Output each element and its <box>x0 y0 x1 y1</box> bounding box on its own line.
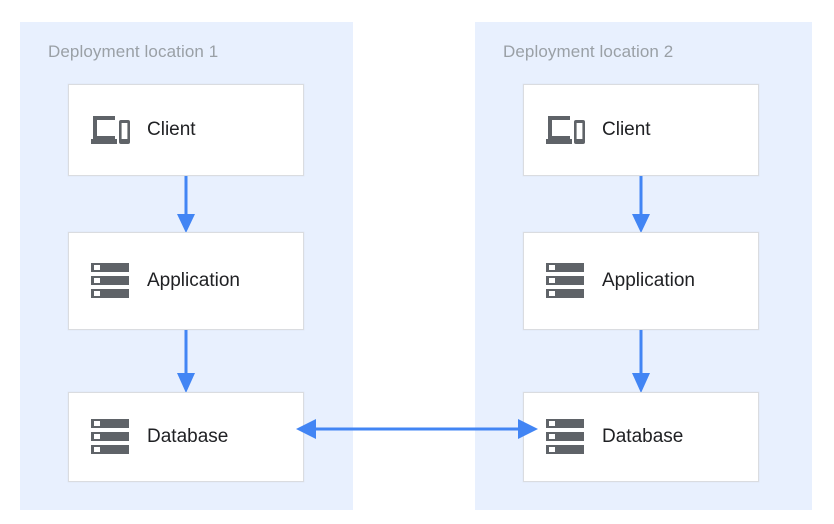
zone-2-node-database[interactable]: Database <box>523 392 759 482</box>
server-stack-icon <box>89 415 133 459</box>
database-replication-arrow <box>296 415 538 443</box>
zone-2-arrow-application-to-database <box>628 330 654 393</box>
zone-1-node-application[interactable]: Application <box>68 232 304 330</box>
zone-2-node-client-label: Client <box>602 119 651 140</box>
deployment-zone-1: Deployment location 1 Client <box>20 22 353 510</box>
devices-icon <box>89 108 133 152</box>
zone-2-arrow-client-to-application <box>628 176 654 233</box>
server-stack-icon <box>544 259 588 303</box>
deployment-zone-2: Deployment location 2 Client <box>475 22 812 510</box>
zone-2-node-database-label: Database <box>602 426 684 447</box>
zone-2-title: Deployment location 2 <box>503 42 674 61</box>
zone-1-arrow-client-to-application <box>173 176 199 233</box>
zone-1-node-database-label: Database <box>147 426 229 447</box>
zone-1-arrow-application-to-database <box>173 330 199 393</box>
devices-icon <box>544 108 588 152</box>
zone-1-node-application-label: Application <box>147 270 240 291</box>
zone-1-node-client-label: Client <box>147 119 196 140</box>
zone-1-title: Deployment location 1 <box>48 42 219 61</box>
zone-1-node-client[interactable]: Client <box>68 84 304 176</box>
server-stack-icon <box>89 259 133 303</box>
server-stack-icon <box>544 415 588 459</box>
zone-2-node-client[interactable]: Client <box>523 84 759 176</box>
zone-2-node-application[interactable]: Application <box>523 232 759 330</box>
zone-1-node-database[interactable]: Database <box>68 392 304 482</box>
zone-2-node-application-label: Application <box>602 270 695 291</box>
